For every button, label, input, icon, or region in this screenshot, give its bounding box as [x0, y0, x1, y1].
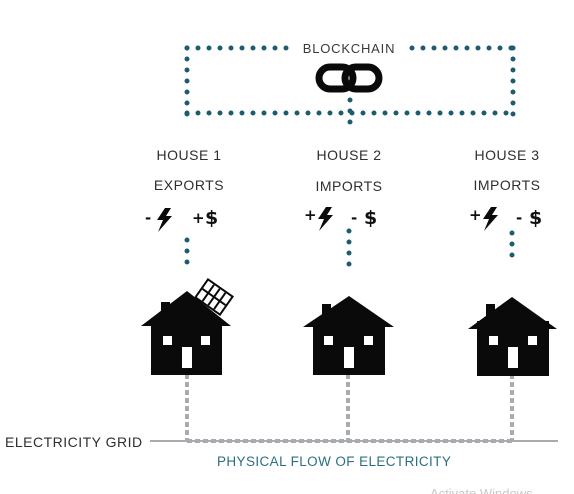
- lightning-bolt-icon: [483, 207, 498, 231]
- chain-link-icon: [315, 63, 383, 93]
- electricity-grid-label: ELECTRICITY GRID: [5, 434, 143, 450]
- house-1-money-symbol: $: [205, 207, 218, 229]
- physical-flow-label: PHYSICAL FLOW OF ELECTRICITY: [217, 454, 451, 469]
- house-3-transaction: + - $: [469, 206, 542, 231]
- house-3-money-symbol: $: [529, 207, 542, 229]
- house-2-transaction: + - $: [304, 206, 377, 231]
- lightning-bolt-icon: [318, 207, 333, 231]
- house-3-action: IMPORTS: [473, 177, 540, 193]
- house-2-name: HOUSE 2: [317, 147, 382, 163]
- house-2-energy-sign: +: [304, 206, 317, 224]
- house-2-action: IMPORTS: [315, 178, 382, 194]
- blockchain-frame: [184, 45, 516, 127]
- house-with-solar-panel-icon: [141, 277, 234, 375]
- blockchain-label: BLOCKCHAIN: [303, 41, 396, 56]
- house-1-action: EXPORTS: [154, 177, 224, 193]
- house-3-money-sign: -: [516, 209, 522, 227]
- solar-panel-icon: [194, 277, 234, 317]
- house-1-name: HOUSE 1: [157, 147, 222, 163]
- house-1-money-sign: +: [192, 209, 205, 227]
- house-1-energy-sign: -: [145, 209, 151, 227]
- lightning-bolt-icon: [157, 208, 172, 232]
- house-3-name: HOUSE 3: [475, 147, 540, 163]
- house-2-money-sign: -: [351, 209, 357, 227]
- house-3-energy-sign: +: [469, 206, 482, 224]
- watermark-text: Activate Windows: [430, 486, 533, 494]
- house-icon: [468, 297, 557, 376]
- electricity-grid: [150, 374, 558, 443]
- house-2-money-symbol: $: [364, 207, 377, 229]
- house-1-transaction: - + $: [145, 207, 218, 232]
- house-icon: [303, 296, 394, 375]
